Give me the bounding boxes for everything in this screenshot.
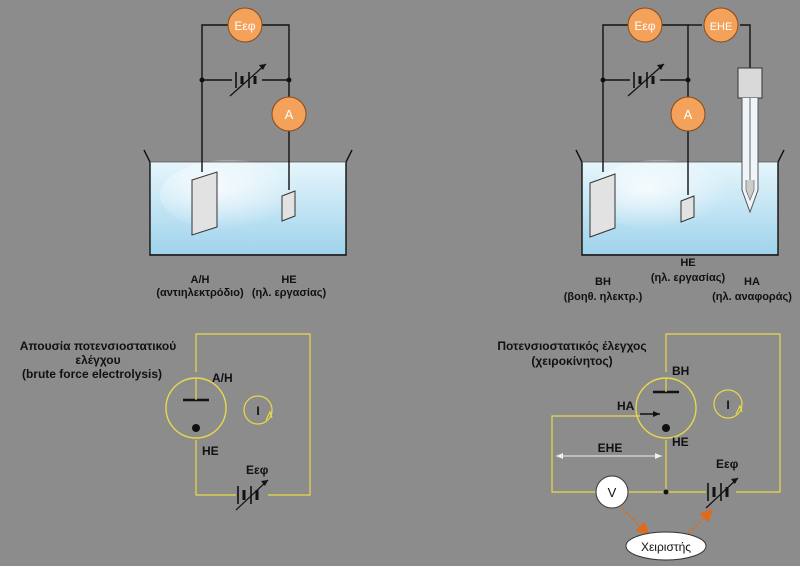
left-variable-source [229, 63, 267, 97]
left-working-sublabel: (ηλ. εργασίας) [252, 287, 327, 299]
left-current-loop: I [243, 395, 273, 425]
left-circuit: Απουσία ποτενσιοστατικού ελέγχου (brute … [20, 333, 311, 511]
left-ammeter-label: A [285, 107, 294, 122]
right-ehe-label: ΕΗΕ [710, 21, 733, 33]
left-circuit-top-label: Α/Η [212, 371, 233, 385]
right-aux-electrode [589, 173, 616, 238]
right-circuit-source [705, 477, 739, 509]
left-junction-1 [199, 77, 205, 83]
left-circuit-title-3: (brute force electrolysis) [22, 367, 162, 381]
right-ehe-meter: ΕΗΕ [703, 7, 739, 43]
left-counter-label: Α/Η [191, 274, 210, 286]
left-circuit-title-1: Απουσία ποτενσιοστατικού [20, 339, 176, 353]
right-ehe-dimension-label: ΕΗΕ [598, 441, 623, 455]
left-circuit-source [235, 479, 269, 511]
left-working-label: ΗΕ [281, 274, 296, 286]
right-cell: Εεφ ΕΗΕ A ΗΕ (ηλ. εργασίας) ΒΗ (βοηθ. ηλ… [564, 7, 792, 303]
right-junction-2 [685, 77, 691, 83]
right-aux-label: ΒΗ [595, 276, 611, 288]
left-counter-sublabel: (αντιηλεκτρόδιο) [156, 287, 244, 299]
right-variable-source [627, 63, 665, 97]
left-working-electrode [281, 190, 296, 222]
right-voltmeter-label: V [608, 485, 617, 500]
right-circuit-bottom-label: ΗΕ [672, 435, 689, 449]
left-electrolyte-glow [160, 160, 300, 230]
left-eef-meter: Εεφ [227, 7, 263, 43]
operator-arrow-right [687, 508, 714, 535]
left-ammeter: A [271, 96, 307, 132]
right-ref-wire [740, 24, 751, 68]
right-ammeter: A [670, 96, 706, 132]
right-reference-electrode [737, 67, 763, 214]
right-junction-1 [600, 77, 606, 83]
right-circuit-junction [663, 489, 669, 495]
left-eef-label: Εεφ [234, 19, 255, 33]
right-circuit-wire-top [665, 333, 781, 493]
operator-label: Χειριστής [641, 540, 691, 554]
right-ehe-dimension [556, 453, 662, 459]
right-circuit-ref-label: ΗΑ [617, 399, 635, 413]
left-counter-electrode [191, 171, 218, 236]
right-ref-label: ΗΑ [744, 276, 760, 288]
right-eef-meter: Εεφ [627, 7, 663, 43]
right-eef-label: Εεφ [634, 19, 655, 33]
right-circuit-ref-wire [551, 415, 640, 493]
left-circuit-wire-top [195, 333, 311, 496]
right-voltmeter: V [595, 475, 629, 509]
left-outer-wire [201, 24, 290, 172]
left-cell: Εεφ A Α/Η (αντιηλεκτρόδιο) ΗΕ (ηλ. εργασ… [143, 7, 353, 299]
left-circuit-title-2: ελέγχου [75, 353, 120, 367]
right-ref-sublabel: (ηλ. αναφοράς) [712, 291, 792, 303]
operator-arrow-left [621, 507, 650, 536]
right-cell-symbol [635, 377, 697, 439]
right-aux-sublabel: (βοηθ. ηλεκτρ.) [564, 291, 643, 303]
right-circuit-title-2: (χειροκίνητος) [531, 354, 612, 368]
right-circuit: Ποτενσιοστατικός έλεγχος (χειροκίνητος) … [497, 333, 781, 561]
left-circuit-wire-bottom [195, 440, 236, 496]
left-junction-2 [286, 77, 292, 83]
right-tank [575, 149, 785, 256]
right-circuit-title-1: Ποτενσιοστατικός έλεγχος [497, 339, 646, 353]
left-tank [143, 149, 353, 256]
right-working-electrode [680, 195, 695, 223]
left-cell-symbol [165, 377, 227, 439]
right-working-sublabel: (ηλ. εργασίας) [651, 272, 726, 284]
right-current-loop: I [713, 389, 743, 419]
left-current-label: I [256, 404, 259, 418]
left-circuit-bottom-label: ΗΕ [202, 444, 219, 458]
right-electrolyte-glow [590, 160, 730, 230]
right-working-label: ΗΕ [680, 257, 695, 269]
operator-oval: Χειριστής [625, 531, 707, 561]
left-circuit-source-label: Εεφ [246, 463, 269, 477]
right-circuit-source-label: Εεφ [716, 457, 739, 471]
right-ammeter-label: A [684, 107, 693, 122]
right-circuit-top-label: ΒΗ [672, 364, 689, 378]
right-outer-wire [602, 24, 689, 172]
right-current-label: I [726, 398, 729, 412]
